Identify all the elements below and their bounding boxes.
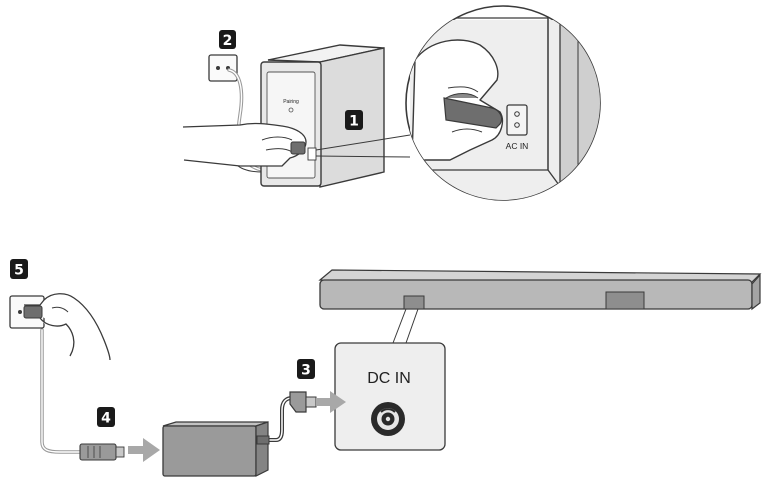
callout-line xyxy=(393,309,406,343)
dc-in-label: DC IN xyxy=(367,370,411,387)
ac-in-label: AC IN xyxy=(506,141,529,151)
ac-adapter xyxy=(163,422,282,476)
step-badge-2: 2 xyxy=(219,30,236,49)
soundbar xyxy=(320,270,760,309)
svg-text:1: 1 xyxy=(349,114,359,130)
dc-in-jack-icon xyxy=(371,402,405,436)
dc-in-panel: DC IN xyxy=(335,343,445,450)
insert-arrow-adapter xyxy=(128,438,160,462)
svg-text:5: 5 xyxy=(14,263,24,279)
power-cord-connector xyxy=(80,444,124,460)
step-badge-4: 4 xyxy=(97,407,115,427)
step-badge-1: 1 xyxy=(345,110,363,130)
step-badge-5: 5 xyxy=(10,259,28,279)
svg-text:3: 3 xyxy=(301,363,311,379)
callout-line xyxy=(406,309,418,343)
svg-text:4: 4 xyxy=(101,411,111,427)
hand-small xyxy=(183,123,306,166)
wall-outlet-top xyxy=(209,55,237,81)
power-cord-bottom xyxy=(42,330,82,452)
magnified-ac-in-detail: AC IN xyxy=(406,6,610,210)
dc-plug xyxy=(282,392,316,430)
svg-text:2: 2 xyxy=(223,33,233,49)
step-badge-3: 3 xyxy=(297,359,315,379)
pairing-label: Pairing xyxy=(283,99,299,105)
